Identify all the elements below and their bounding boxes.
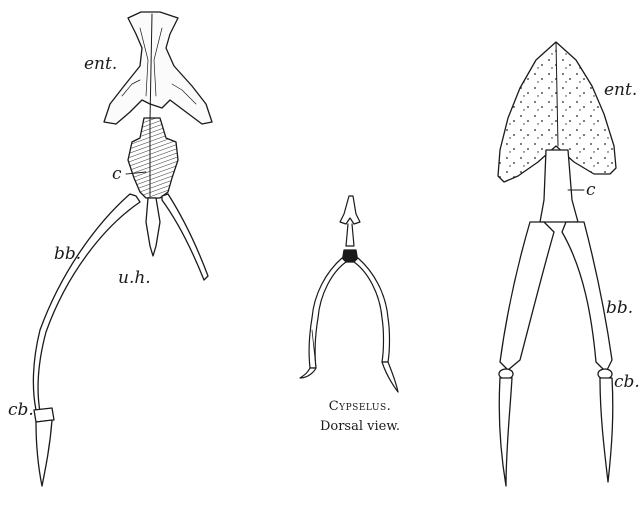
left-ceratobranchial [36, 420, 52, 486]
right-right-ceratobranchial [600, 378, 613, 482]
left-long-basibranchial [33, 194, 140, 412]
caption-view: Dorsal view. [300, 420, 420, 433]
right-left-ceratobranchial [499, 378, 512, 486]
left-label-bb: bb. [54, 246, 81, 263]
cypselus-left-tip [300, 368, 316, 378]
left-entoglossal-bone [104, 12, 212, 124]
right-label-ent: ent. [604, 82, 637, 99]
cypselus-entoglossal [340, 196, 360, 224]
right-left-basibranchial [500, 222, 554, 370]
left-label-cb: cb. [8, 402, 34, 419]
cypselus-right-horn [354, 258, 390, 362]
right-hyoid-drawing [498, 42, 616, 486]
left-label-ent: ent. [84, 56, 117, 73]
left-copula-bone [128, 118, 178, 198]
left-short-basibranchial [162, 194, 208, 280]
left-urohyal-bone [146, 198, 160, 256]
left-label-c: c [112, 166, 122, 183]
left-label-uh: u.h. [118, 270, 151, 287]
right-right-basibranchial [562, 222, 612, 372]
cypselus-hyoid-drawing [300, 196, 398, 392]
cypselus-left-horn [309, 258, 346, 368]
right-label-cb: cb. [614, 374, 640, 391]
right-label-c: c [586, 182, 596, 199]
right-label-bb: bb. [606, 300, 633, 317]
caption-title: Cypselus. [300, 400, 420, 413]
cypselus-right-tip [382, 362, 398, 392]
caption-genus: Cypselus. [329, 399, 392, 414]
